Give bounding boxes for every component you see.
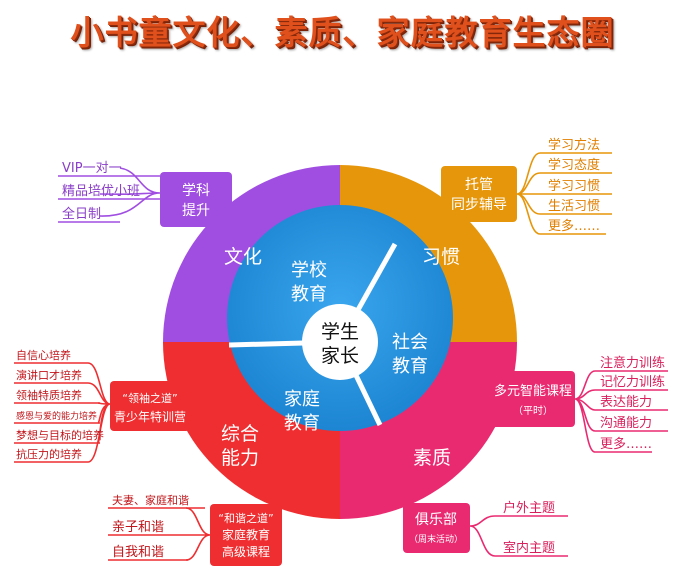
leader-item-5: 抗压力的培养 bbox=[16, 447, 82, 461]
center-line1: 学生 bbox=[321, 321, 359, 343]
tutoring-item-4: 更多…… bbox=[548, 218, 600, 234]
smart-item-3: 沟通能力 bbox=[600, 416, 652, 431]
center-circle bbox=[302, 304, 378, 380]
harmony-item-2: 自我和谐 bbox=[112, 545, 164, 560]
branch-smart-line2: （平时） bbox=[513, 405, 553, 417]
club-item-0: 户外主题 bbox=[503, 500, 555, 516]
branch-harmony-line3: 高级课程 bbox=[222, 544, 270, 559]
tutoring-item-3: 生活习惯 bbox=[548, 198, 600, 214]
branch-leader: “领袖之道” 青少年特训营 自信心培养 演讲口才培养 领袖特质培养 感恩与爱的能… bbox=[14, 348, 190, 463]
label-ability-2: 能力 bbox=[221, 447, 259, 469]
academic-item-2: 全日制 bbox=[62, 206, 101, 222]
club-item-1: 室内主题 bbox=[503, 540, 555, 556]
label-society-2: 教育 bbox=[392, 356, 428, 377]
branch-smart: 多元智能课程 （平时） 注意力训练 记忆力训练 表达能力 沟通能力 更多…… bbox=[491, 355, 668, 453]
branch-leader-box bbox=[110, 381, 190, 431]
smart-item-4: 更多…… bbox=[600, 436, 652, 452]
branch-academic: 学科 提升 VIP一对一 精品培优小班 全日制 bbox=[58, 161, 232, 227]
branch-harmony: “和谐之道” 家庭教育 高级课程 夫妻、家庭和谐 亲子和谐 自我和谐 bbox=[108, 493, 282, 566]
label-family-2: 教育 bbox=[284, 413, 320, 434]
harmony-item-1: 亲子和谐 bbox=[112, 520, 164, 535]
branch-leader-line1: “领袖之道” bbox=[122, 391, 177, 405]
branch-harmony-line2: 家庭教育 bbox=[222, 527, 270, 542]
branch-club: 俱乐部 （周末活动） 户外主题 室内主题 bbox=[403, 500, 568, 557]
academic-item-0: VIP一对一 bbox=[62, 161, 122, 176]
branch-academic-line2: 提升 bbox=[182, 203, 210, 219]
leader-item-2: 领袖特质培养 bbox=[16, 388, 82, 402]
branch-club-line2: （周末活动） bbox=[409, 533, 463, 545]
tutoring-item-0: 学习方法 bbox=[548, 137, 600, 153]
smart-item-0: 注意力训练 bbox=[600, 355, 665, 371]
label-culture: 文化 bbox=[224, 246, 262, 268]
label-school-1: 学校 bbox=[291, 260, 327, 281]
label-habit: 习惯 bbox=[422, 246, 460, 268]
branch-smart-box bbox=[491, 371, 575, 427]
branch-academic-line1: 学科 bbox=[182, 183, 210, 199]
label-quality: 素质 bbox=[413, 447, 451, 469]
label-school-2: 教育 bbox=[291, 284, 327, 305]
leader-item-0: 自信心培养 bbox=[16, 348, 71, 362]
branch-tutoring-box bbox=[441, 166, 517, 222]
leader-item-4: 梦想与目标的培养 bbox=[16, 428, 104, 442]
branch-club-box bbox=[403, 503, 470, 553]
branch-tutoring: 托管 同步辅导 学习方法 学习态度 学习习惯 生活习惯 更多…… bbox=[441, 137, 612, 235]
label-ability-1: 综合 bbox=[221, 423, 259, 445]
smart-item-2: 表达能力 bbox=[600, 395, 652, 410]
branch-harmony-line1: “和谐之道” bbox=[218, 511, 273, 525]
branch-tutoring-line2: 同步辅导 bbox=[451, 197, 507, 213]
branch-smart-line1: 多元智能课程 bbox=[494, 383, 572, 399]
label-family-1: 家庭 bbox=[284, 389, 320, 410]
branch-academic-box bbox=[160, 172, 232, 227]
branch-harmony-box bbox=[210, 504, 282, 566]
leader-item-1: 演讲口才培养 bbox=[16, 368, 82, 382]
tutoring-item-1: 学习态度 bbox=[548, 157, 600, 173]
branch-club-line1: 俱乐部 bbox=[415, 512, 457, 528]
smart-item-1: 记忆力训练 bbox=[600, 374, 665, 390]
label-society-1: 社会 bbox=[392, 332, 428, 353]
tutoring-item-2: 学习习惯 bbox=[548, 178, 600, 194]
leader-item-3: 感恩与爱的能力培养 bbox=[16, 410, 97, 422]
page-title: 小书童文化、素质、家庭教育生态圈 bbox=[70, 13, 615, 52]
branch-leader-line2: 青少年特训营 bbox=[114, 409, 186, 424]
academic-item-1: 精品培优小班 bbox=[62, 183, 140, 199]
center-line2: 家长 bbox=[321, 345, 359, 367]
harmony-item-0: 夫妻、家庭和谐 bbox=[112, 493, 189, 507]
branch-tutoring-line1: 托管 bbox=[465, 177, 493, 193]
